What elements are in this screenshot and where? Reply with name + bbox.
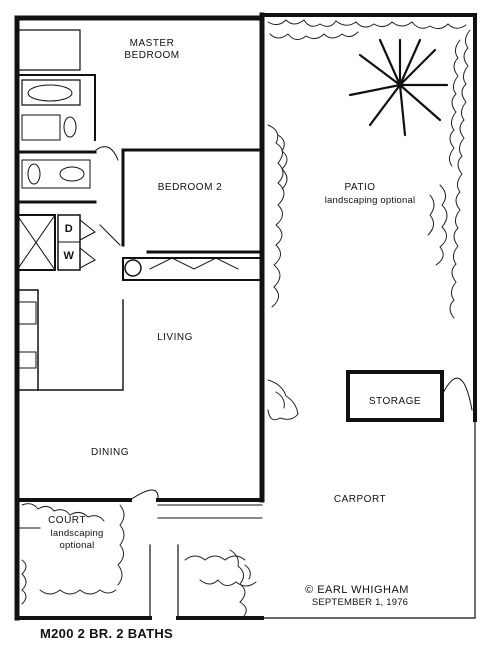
tub-basin-1	[27, 84, 73, 102]
water-heater	[124, 259, 142, 277]
master-line-2: BEDROOM	[124, 50, 180, 61]
label-bedroom-2: BEDROOM 2	[157, 182, 223, 193]
plan-caption: M200 2 BR. 2 BATHS	[40, 626, 174, 641]
court-note-line-2: optional	[59, 540, 95, 551]
label-master-bedroom: MASTER BEDROOM	[112, 38, 192, 62]
patio-foliage	[267, 19, 471, 421]
closet-box	[122, 257, 263, 281]
master-door-swing	[95, 146, 119, 161]
storage-room	[346, 370, 444, 422]
kitchen-stove	[18, 351, 37, 369]
label-washer: W	[63, 250, 75, 262]
sink-2	[59, 166, 85, 182]
toilet-1	[63, 116, 77, 138]
kitchen-sink	[18, 301, 37, 325]
label-court-note: landscaping optional	[42, 528, 112, 552]
storage-door-swing	[441, 377, 473, 411]
laundry-doors	[79, 219, 96, 269]
court-note-line-1: landscaping	[50, 528, 104, 539]
credit-author: © EARL WHIGHAM	[305, 584, 409, 596]
label-carport: CARPORT	[333, 494, 387, 505]
bath-tub-1	[21, 79, 81, 106]
laundry-x	[16, 214, 56, 271]
label-dryer: D	[64, 223, 74, 235]
court-foliage	[21, 503, 257, 617]
label-living: LIVING	[157, 332, 193, 343]
front-door-swing	[129, 489, 159, 501]
window-sill	[157, 504, 263, 519]
master-line-1: MASTER	[129, 38, 175, 49]
living-dining-divider	[16, 299, 124, 391]
court-walk	[149, 544, 179, 619]
bedroom2-door-swing	[99, 224, 121, 246]
bath-1-wall	[16, 74, 96, 141]
label-patio: PATIO	[344, 182, 376, 193]
label-dining: DINING	[91, 447, 129, 458]
toilet-2	[27, 163, 41, 185]
palm-tree	[348, 38, 449, 137]
label-storage: STORAGE	[368, 396, 422, 407]
vanity-1	[21, 114, 61, 141]
washer-dryer-box	[57, 214, 81, 271]
label-patio-note: landscaping optional	[324, 195, 416, 206]
closet-doors	[149, 257, 239, 270]
label-court: COURT	[48, 515, 86, 526]
vanity-2	[21, 159, 91, 189]
bath-closet	[16, 29, 81, 71]
credit-date: SEPTEMBER 1, 1976	[311, 597, 409, 608]
kitchen-counter	[16, 289, 39, 391]
